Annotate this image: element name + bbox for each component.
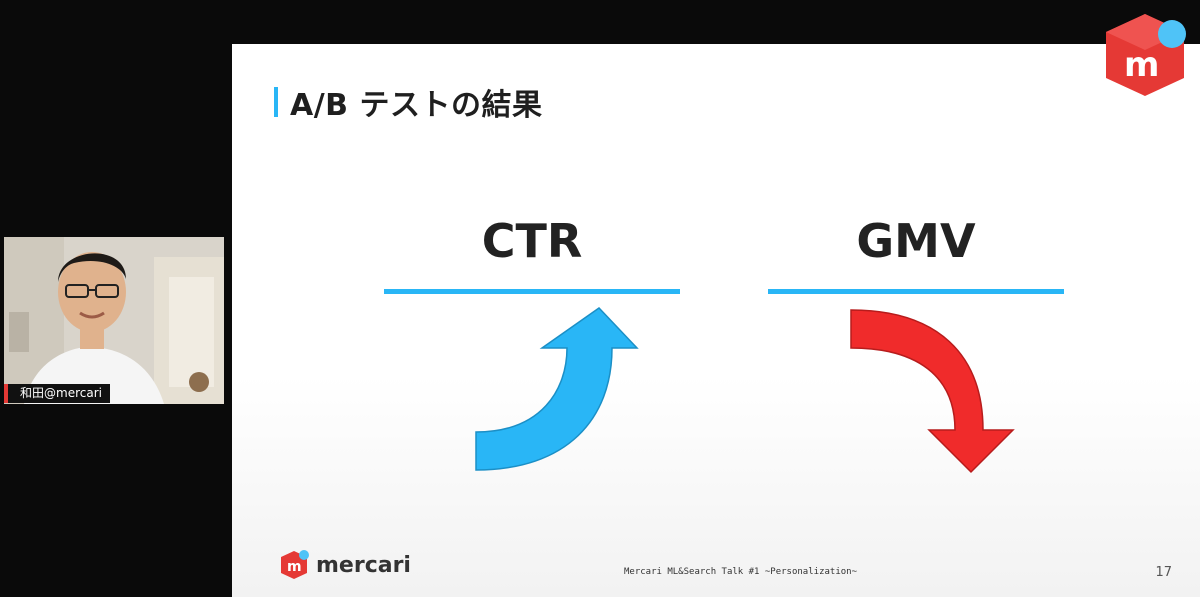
- down-arrow-icon: [850, 309, 1015, 474]
- metric-underline-ctr: [384, 289, 680, 294]
- mercari-brand-badge-icon: m: [1106, 14, 1186, 96]
- webcam-name-label: 和田@mercari: [4, 384, 110, 403]
- slide-title-text: A/B テストの結果: [290, 88, 543, 123]
- presenter-video-icon: [4, 237, 224, 404]
- footer-logo-text: mercari: [316, 552, 411, 578]
- footer-mercari-logo: m mercari: [278, 549, 411, 581]
- footer-talk-title: Mercari ML&Search Talk #1 ~Personalizati…: [624, 567, 857, 577]
- mercari-logo-icon: m: [281, 550, 309, 579]
- metric-label-ctr: CTR: [481, 214, 583, 268]
- webcam-video: [4, 237, 224, 404]
- presentation-slide: A/B テストの結果 CTR GMV m mercari Mercari ML&…: [232, 44, 1200, 597]
- metric-underline-gmv: [768, 289, 1064, 294]
- page-number: 17: [1155, 565, 1172, 580]
- up-arrow-icon: [475, 307, 639, 471]
- slide-title: A/B テストの結果: [274, 80, 543, 124]
- svg-text:m: m: [287, 559, 302, 575]
- metric-label-gmv: GMV: [856, 214, 976, 268]
- title-accent-bar: [274, 87, 278, 117]
- svg-text:m: m: [1124, 45, 1159, 85]
